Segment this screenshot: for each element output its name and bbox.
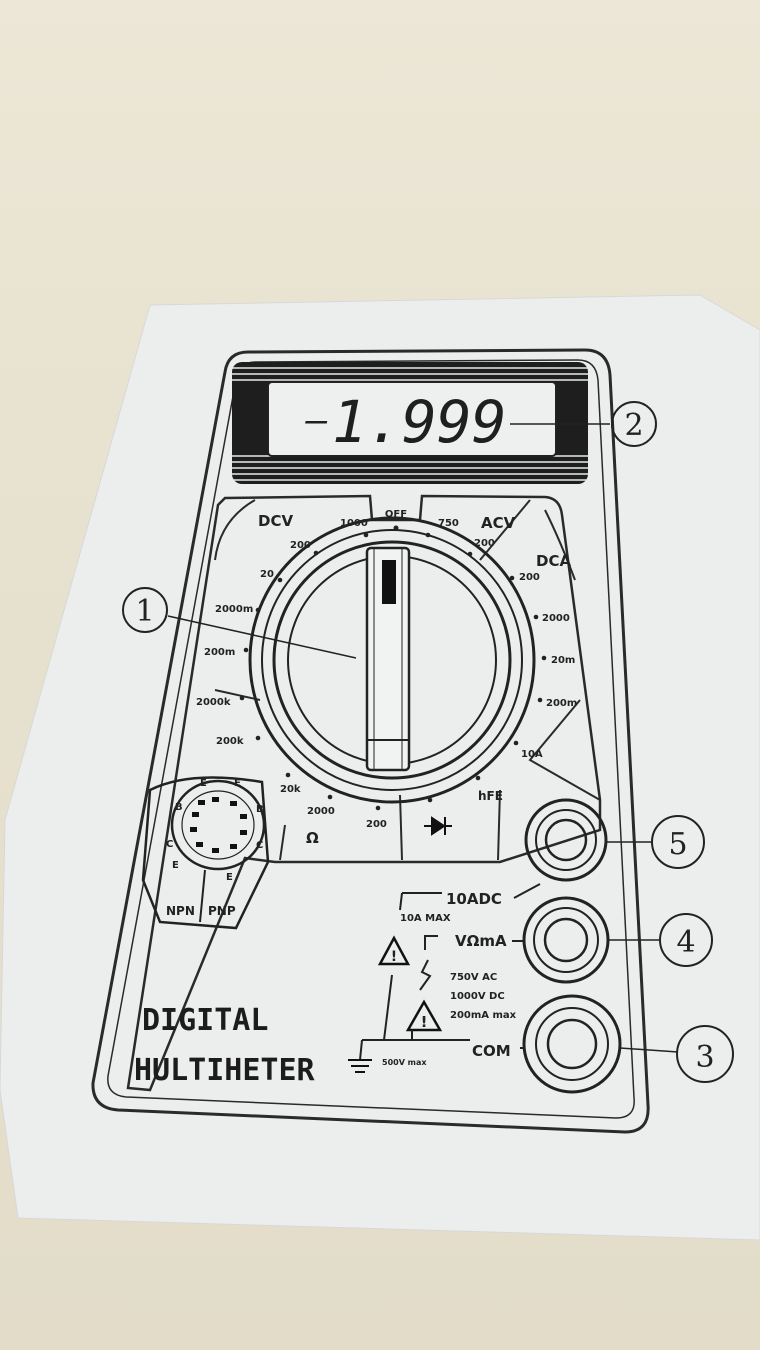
jack-10adc-line-v	[399, 892, 403, 911]
jack-com-label: COM	[472, 1042, 511, 1060]
ground-icon	[348, 1059, 372, 1073]
rotary-dial[interactable]	[248, 516, 536, 804]
dca-range-200: 200	[519, 572, 540, 583]
acv-range-200: 200	[474, 538, 495, 549]
dial-dot	[541, 655, 547, 661]
warning-icon-2: !	[405, 999, 443, 1032]
callout-5-number: 5	[668, 827, 687, 862]
callout-2-circle	[611, 401, 657, 447]
meter-body-outline	[91, 348, 650, 1134]
com-wiring	[359, 974, 524, 1061]
dial-dot	[285, 772, 291, 778]
callout-3-circle	[676, 1025, 734, 1083]
svg-text:!: !	[391, 949, 397, 965]
socket-pin-e-top-left: E	[200, 778, 207, 789]
dial-pointer-marker	[382, 560, 396, 604]
jack-1000vdc-label: 1000V DC	[450, 991, 505, 1002]
dial-dot	[513, 740, 519, 746]
dcv-range-1000: 1000	[340, 518, 368, 529]
jack-vohm-line	[424, 935, 438, 950]
fuse-symbol	[419, 959, 432, 991]
callout-1-circle	[122, 587, 168, 633]
dial-dot	[239, 695, 245, 701]
warning-icon: !	[377, 935, 411, 966]
jack-10adc-label: 10ADC	[446, 890, 502, 908]
socket-npn-label: NPN	[166, 904, 195, 918]
jack-10a[interactable]	[524, 798, 608, 882]
jack-10a-max-label: 10A MAX	[400, 913, 451, 924]
callout-4-circle	[659, 913, 713, 967]
dial-dot	[533, 614, 539, 620]
dial-dot	[277, 577, 283, 583]
dial-dot	[375, 805, 381, 811]
svg-text:!: !	[421, 1013, 428, 1031]
section-ohm-label: Ω	[306, 829, 319, 847]
dca-range-10a: 10A	[521, 749, 543, 760]
jack-200ma-label: 200mA max	[450, 1010, 517, 1021]
dial-off-label: OFF	[385, 509, 407, 520]
lcd-sign: –	[305, 400, 328, 441]
jack-vohm-label: VΩmA	[455, 932, 507, 950]
dial-dot	[509, 575, 515, 581]
jack-750vac-label: 750V AC	[450, 972, 497, 983]
socket-pin-c-left: C	[166, 839, 173, 850]
section-dcv-label: DCV	[258, 512, 293, 530]
dial-dot	[425, 532, 431, 538]
socket-pin-c-right: C	[256, 840, 263, 851]
socket-pin-b-left: B	[175, 802, 183, 813]
dcv-range-2000m: 2000m	[215, 604, 253, 615]
dial-dot	[427, 797, 433, 803]
dial-dot	[363, 532, 369, 538]
socket-pin-b-right: B	[256, 804, 264, 815]
callout-2-number: 2	[624, 408, 643, 443]
brand-line-1: DIGITAL	[142, 1003, 268, 1038]
dial-panel-outline	[126, 494, 602, 1092]
lcd-screen	[267, 381, 557, 457]
dial-dot	[475, 775, 481, 781]
dial-dot	[467, 551, 473, 557]
jack-10adc-lead	[513, 883, 541, 899]
transistor-socket[interactable]	[141, 776, 270, 930]
socket-pnp-label: PNP	[208, 904, 236, 918]
ground-500v-label: 500V max	[382, 1058, 427, 1067]
callout-5-circle	[651, 815, 705, 869]
dca-range-200m: 200m	[546, 698, 577, 709]
diode-symbol-icon	[424, 816, 452, 836]
ohm-range-200k: 200k	[216, 736, 244, 747]
jack-com[interactable]	[522, 994, 622, 1094]
dial-dot	[313, 550, 319, 556]
dial-dot-off	[393, 525, 399, 531]
dial-dot	[255, 735, 261, 741]
callout-3-number: 3	[695, 1040, 714, 1075]
callout-4-number: 4	[676, 925, 695, 960]
dcv-range-20: 20	[260, 569, 274, 580]
dial-dot	[255, 607, 261, 613]
dcv-range-200m: 200m	[204, 647, 235, 658]
dial-dot	[537, 697, 543, 703]
section-acv-label: ACV	[481, 514, 516, 532]
lcd-reading: 1.999	[332, 388, 507, 456]
dial-dot	[243, 647, 249, 653]
callout-3-leader	[619, 1047, 679, 1053]
acv-range-750: 750	[438, 518, 459, 529]
section-dca-label: DCA	[536, 552, 571, 570]
socket-pin-e-top-right: E	[234, 778, 241, 789]
socket-pin-e-bottom-right: E	[226, 872, 233, 883]
section-dividers	[214, 499, 601, 861]
callout-1-number: 1	[135, 594, 154, 629]
ohm-range-20k: 20k	[280, 784, 301, 795]
dcv-range-200: 200	[290, 540, 311, 551]
brand-line-2: HULTIHETER	[134, 1053, 316, 1088]
dial-dot	[327, 794, 333, 800]
ohm-range-2000: 2000	[307, 806, 335, 817]
dca-range-20m: 20m	[551, 655, 575, 666]
callout-1-leader	[167, 615, 357, 659]
dca-range-2000: 2000	[542, 613, 570, 624]
section-hfe-label: hFE	[478, 789, 503, 803]
socket-pin-e-bottom-left: E	[172, 860, 179, 871]
dial-knob-bar[interactable]	[365, 546, 411, 772]
ohm-range-2000k: 2000k	[196, 697, 231, 708]
ohm-range-200: 200	[366, 819, 387, 830]
